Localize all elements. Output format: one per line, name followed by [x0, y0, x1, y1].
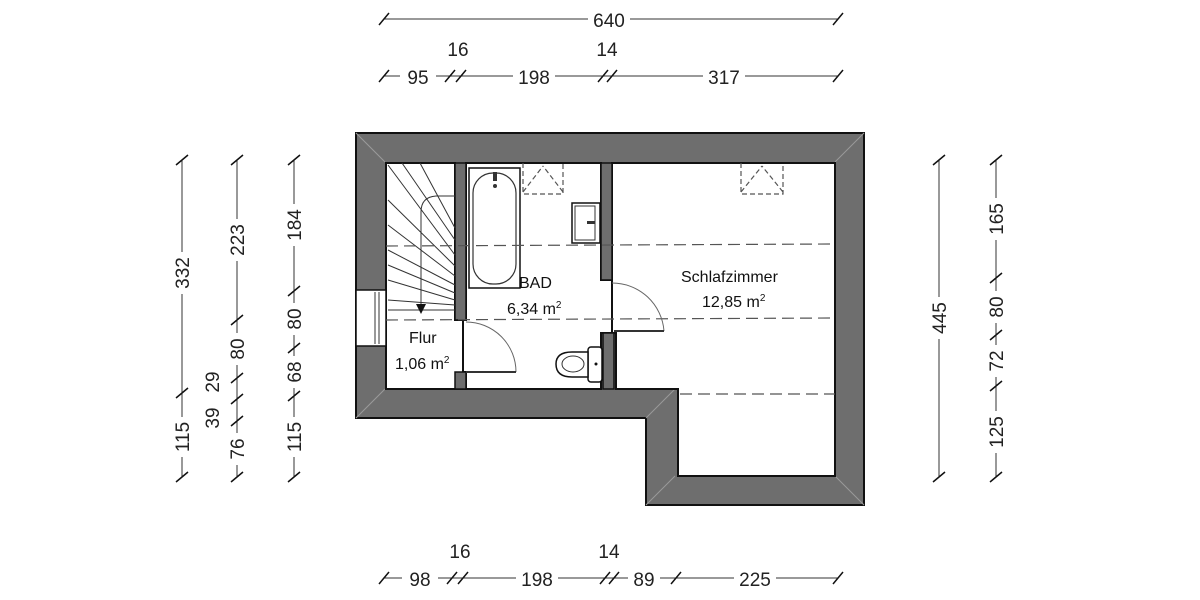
dim-left-29: 29	[203, 371, 224, 392]
dim-top-95: 95	[407, 68, 428, 89]
dim-bottom-14: 14	[598, 542, 620, 563]
dim-bottom-198: 198	[521, 570, 553, 591]
door-flur-bad	[465, 321, 517, 373]
dim-left-39: 39	[203, 407, 224, 428]
dim-right-445: 445	[930, 302, 951, 334]
partition-stair-bad	[454, 162, 467, 321]
dim-left-76: 76	[228, 438, 249, 459]
dim-left-184: 184	[285, 209, 306, 241]
dim-right-72: 72	[987, 350, 1008, 371]
dim-top-total: 640	[593, 11, 625, 32]
room-area-flur: 1,06 m2	[395, 355, 450, 373]
toilet	[555, 346, 603, 383]
dim-top-14: 14	[596, 40, 618, 61]
dim-left-80a: 80	[228, 338, 249, 359]
dim-top-198: 198	[518, 68, 550, 89]
bathtub	[468, 167, 521, 289]
dim-left-68: 68	[285, 361, 306, 382]
dimension-labels-vertical: 332 115 223 80 29 39 76 184 80 68 115 44…	[172, 198, 1008, 465]
room-area-bad: 6,34 m2	[507, 300, 562, 318]
partition-bad-schlaf-lower	[602, 332, 615, 390]
dim-left-115a: 115	[173, 422, 194, 452]
dim-right-80: 80	[987, 296, 1008, 317]
door-bad-schlafzimmer	[611, 282, 665, 332]
dim-left-115b: 115	[285, 422, 306, 452]
wall-miter-lines	[355, 132, 865, 506]
dim-top-16: 16	[447, 40, 468, 61]
dim-left-332: 332	[173, 257, 194, 289]
skylight-schlafzimmer	[740, 163, 784, 195]
skylight-bad	[522, 163, 564, 195]
schlafzimmer-floor	[611, 162, 836, 477]
dim-right-165: 165	[987, 203, 1008, 235]
roof-slope-lines	[385, 243, 836, 395]
partition-bad-schlaf-upper	[600, 162, 613, 281]
dim-bottom-16: 16	[449, 542, 470, 563]
dim-left-223: 223	[228, 224, 249, 256]
window-left	[355, 289, 387, 347]
room-label-bad: BAD	[519, 275, 552, 292]
staircase	[387, 162, 456, 313]
dim-top-317: 317	[708, 68, 740, 89]
dim-right-125: 125	[987, 416, 1008, 448]
dim-bottom-225: 225	[739, 570, 771, 591]
dim-bottom-89: 89	[633, 570, 654, 591]
stair-direction-arrow-icon	[416, 304, 426, 314]
dimension-ticks	[175, 12, 1003, 585]
dim-left-80b: 80	[285, 308, 306, 329]
room-area-schlafzimmer: 12,85 m2	[702, 293, 766, 311]
room-label-flur: Flur	[409, 330, 437, 347]
dimension-labels-horizontal: 640 16 14 95 198 317 16 14 98 198 89 225	[400, 8, 776, 591]
dim-bottom-98: 98	[409, 570, 430, 591]
room-label-schlafzimmer: Schlafzimmer	[681, 269, 779, 286]
washbasin	[571, 202, 601, 244]
partition-flur-stub	[454, 371, 467, 390]
